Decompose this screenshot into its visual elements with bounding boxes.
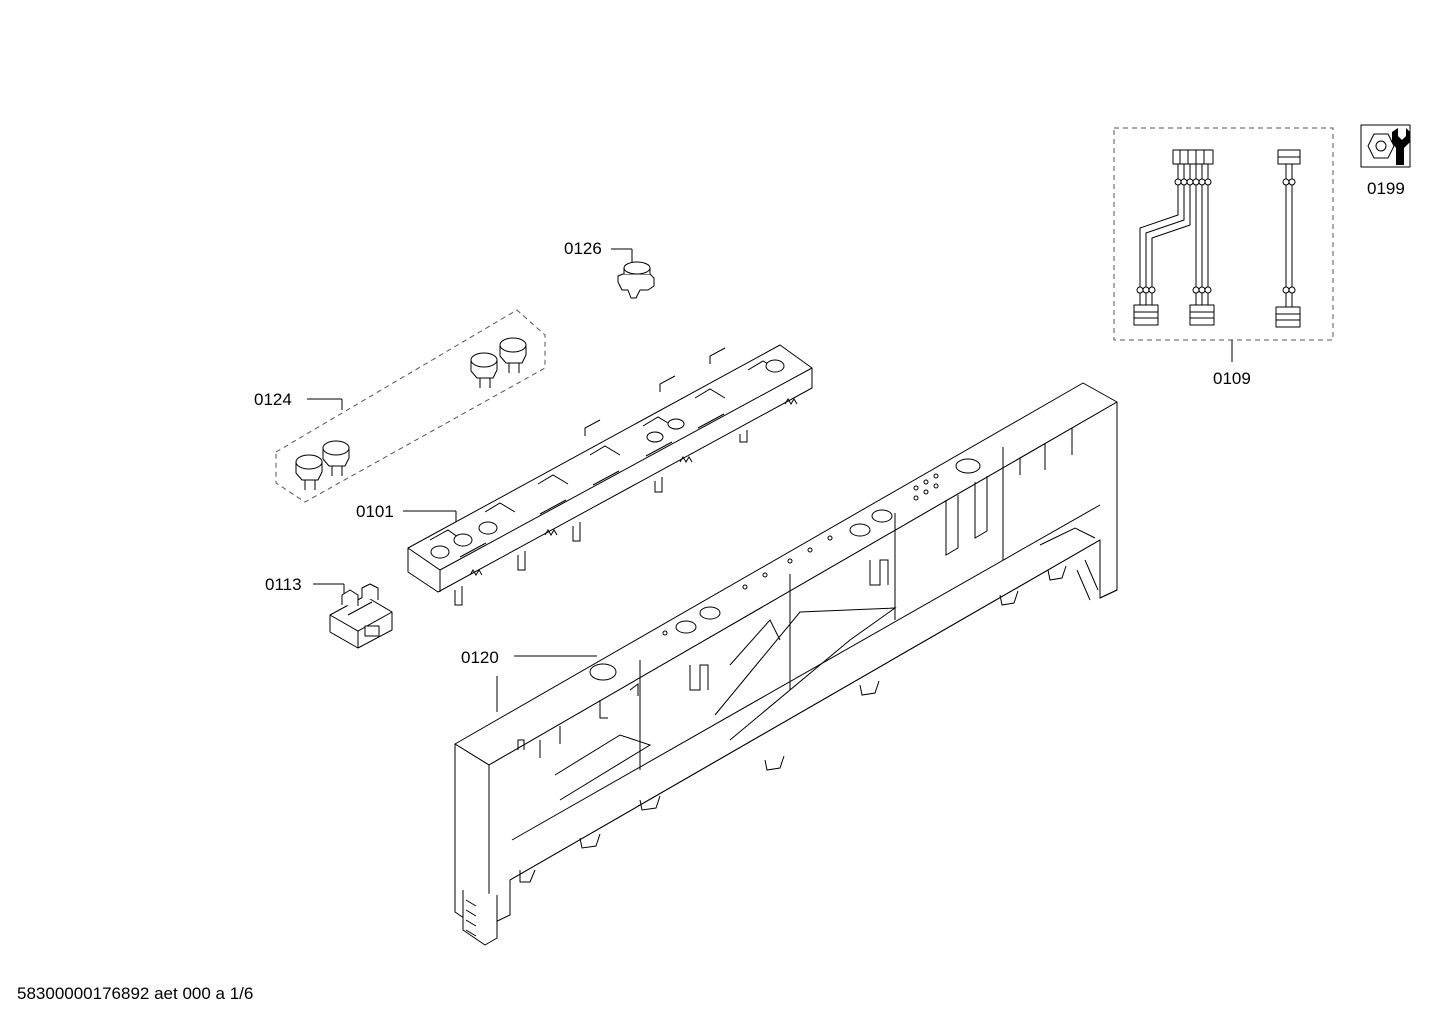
part-label-0126: 0126 [564,239,602,258]
control-module-0101 [403,344,813,606]
control-panel-0120 [454,382,1118,946]
part-label-0113: 0113 [265,575,302,594]
wire-harness-group [1113,127,1334,362]
part-label-0109: 0109 [1213,369,1251,388]
connector-0113 [313,583,393,649]
part-label-0101: 0101 [356,502,394,521]
button-set-0124 [275,309,546,503]
push-button-0126 [611,248,655,299]
part-label-0120: 0120 [461,648,499,667]
part-label-0124: 0124 [254,390,292,409]
document-id-footer: 58300000176892 aet 000 a 1/6 [17,984,254,1003]
part-label-0199: 0199 [1367,179,1405,198]
wrench-nut-icon [1360,124,1411,168]
